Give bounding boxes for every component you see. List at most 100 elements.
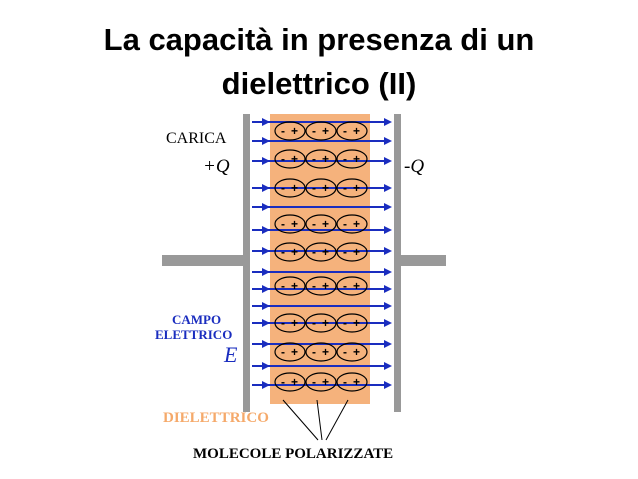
- molecule-minus-sign: -: [281, 316, 285, 330]
- left-plate: [243, 114, 250, 412]
- polarized-molecule: -+: [305, 121, 337, 141]
- field-arrowhead-7: [262, 247, 270, 255]
- e-symbol-label: E: [223, 342, 238, 367]
- polarized-molecule: -+: [305, 372, 337, 392]
- polarized-molecule: -+: [305, 276, 337, 296]
- field-arrowhead-12: [262, 340, 270, 348]
- molecule-plus-sign: +: [322, 345, 329, 359]
- field-arrowhead-10: [262, 302, 270, 310]
- polarized-molecule: -+: [305, 214, 337, 234]
- molecule-minus-sign: -: [281, 217, 285, 231]
- polarized-molecule: -+: [336, 313, 368, 333]
- title-line-2: dielettrico (II): [221, 66, 417, 101]
- molecule-minus-sign: -: [281, 245, 285, 259]
- molecule-pointer-lines: [282, 399, 349, 441]
- molecule-minus-sign: -: [281, 345, 285, 359]
- molecule-minus-sign: -: [281, 375, 285, 389]
- field-arrowhead-4: [262, 184, 270, 192]
- molecule-minus-sign: -: [343, 375, 347, 389]
- polarized-molecule: -+: [274, 121, 306, 141]
- polarized-molecule: -+: [305, 149, 337, 169]
- molecule-minus-sign: -: [281, 124, 285, 138]
- polarized-molecule: -+: [274, 342, 306, 362]
- molecule-minus-sign: -: [312, 316, 316, 330]
- molecule-plus-sign: +: [291, 316, 298, 330]
- molecule-plus-sign: +: [353, 217, 360, 231]
- field-arrowhead-6: [262, 226, 270, 234]
- field-arrowhead-13: [262, 362, 270, 370]
- field-arrowhead-1: [262, 118, 270, 126]
- dielectric-slab: [270, 114, 370, 404]
- molecule-minus-sign: -: [343, 316, 347, 330]
- molecule-minus-sign: -: [312, 124, 316, 138]
- molecule-plus-sign: +: [291, 217, 298, 231]
- molecule-minus-sign: -: [312, 152, 316, 166]
- molecule-minus-sign: -: [343, 181, 347, 195]
- polarized-molecule: -+: [336, 242, 368, 262]
- molecule-minus-sign: -: [281, 181, 285, 195]
- page-title: La capacità in presenza di un dielettric…: [0, 18, 638, 106]
- molecule-plus-sign: +: [353, 375, 360, 389]
- molecule-plus-sign: +: [353, 152, 360, 166]
- molecule-plus-sign: +: [322, 152, 329, 166]
- field-arrowhead-3: [262, 157, 270, 165]
- molecule-plus-sign: +: [291, 181, 298, 195]
- polarized-molecule: -+: [305, 313, 337, 333]
- carica-label: CARICA: [166, 130, 227, 147]
- molecule-minus-sign: -: [312, 345, 316, 359]
- molecule-plus-sign: +: [291, 245, 298, 259]
- polarized-molecule: -+: [274, 276, 306, 296]
- molecule-minus-sign: -: [312, 279, 316, 293]
- molecole-label: MOLECOLE POLARIZZATE: [193, 446, 393, 462]
- molecule-plus-sign: +: [291, 345, 298, 359]
- molecule-plus-sign: +: [322, 316, 329, 330]
- molecule-minus-sign: -: [312, 375, 316, 389]
- left-wire: [162, 255, 247, 266]
- molecule-plus-sign: +: [353, 245, 360, 259]
- molecule-minus-sign: -: [312, 181, 316, 195]
- molecule-minus-sign: -: [312, 245, 316, 259]
- field-arrowhead-14: [262, 381, 270, 389]
- molecule-minus-sign: -: [343, 345, 347, 359]
- title-line-1: La capacità in presenza di un: [103, 22, 535, 57]
- polarized-molecule: -+: [336, 276, 368, 296]
- polarized-molecule: -+: [305, 242, 337, 262]
- polarized-molecules: -+-+-+-+-+-+-+-+-+-+-+-+-+-+-+-+-+-+-+-+…: [274, 121, 368, 392]
- polarized-molecule: -+: [336, 121, 368, 141]
- field-arrowhead-9: [262, 285, 270, 293]
- molecule-plus-sign: +: [322, 181, 329, 195]
- field-arrowhead-5: [262, 203, 270, 211]
- polarized-molecule: -+: [274, 214, 306, 234]
- molecule-plus-sign: +: [322, 217, 329, 231]
- polarized-molecule: -+: [305, 178, 337, 198]
- molecule-plus-sign: +: [353, 181, 360, 195]
- molecule-plus-sign: +: [291, 279, 298, 293]
- polarized-molecule: -+: [274, 242, 306, 262]
- right-plate: [394, 114, 401, 412]
- polarized-molecule: -+: [336, 214, 368, 234]
- polarized-molecule: -+: [336, 178, 368, 198]
- field-arrowhead-2: [262, 137, 270, 145]
- polarized-molecule: -+: [274, 313, 306, 333]
- molecule-minus-sign: -: [281, 279, 285, 293]
- molecule-plus-sign: +: [322, 375, 329, 389]
- molecule-plus-sign: +: [353, 345, 360, 359]
- right-wire: [400, 255, 446, 266]
- polarized-molecule: -+: [274, 178, 306, 198]
- molecule-plus-sign: +: [291, 124, 298, 138]
- molecule-plus-sign: +: [353, 124, 360, 138]
- molecule-plus-sign: +: [353, 316, 360, 330]
- polarized-molecule: -+: [305, 342, 337, 362]
- molecule-minus-sign: -: [343, 217, 347, 231]
- campo-label-line2: ELETTRICO: [155, 327, 232, 342]
- molecule-minus-sign: -: [312, 217, 316, 231]
- field-arrowhead-8: [262, 268, 270, 276]
- field-arrowhead-11: [262, 319, 270, 327]
- campo-label-line1: CAMPO: [172, 312, 221, 327]
- molecule-minus-sign: -: [343, 124, 347, 138]
- molecule-plus-sign: +: [291, 152, 298, 166]
- polarized-molecule: -+: [274, 149, 306, 169]
- polarized-molecule: -+: [336, 342, 368, 362]
- minus-q-label: -Q: [404, 156, 424, 177]
